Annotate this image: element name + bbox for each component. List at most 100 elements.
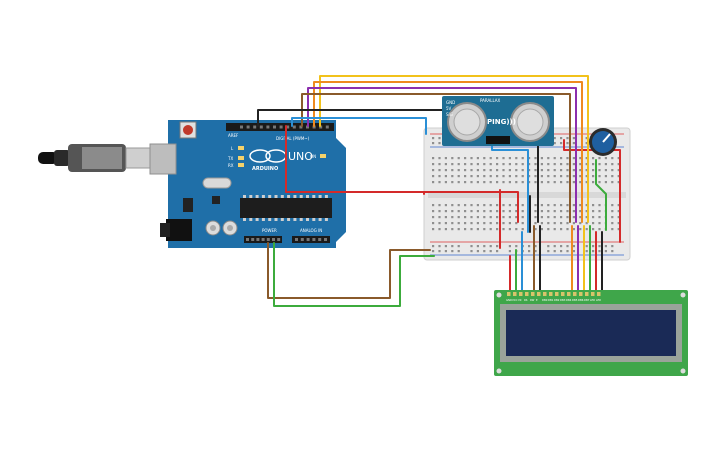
breadboard-hole[interactable] xyxy=(476,250,479,253)
breadboard-hole[interactable] xyxy=(553,245,556,248)
breadboard-hole[interactable] xyxy=(444,169,447,172)
breadboard-hole[interactable] xyxy=(470,169,473,172)
breadboard-hole[interactable] xyxy=(432,228,435,231)
breadboard-hole[interactable] xyxy=(585,222,588,225)
breadboard-hole[interactable] xyxy=(470,245,473,248)
breadboard-hole[interactable] xyxy=(432,157,435,160)
breadboard-hole[interactable] xyxy=(579,228,582,231)
breadboard-hole[interactable] xyxy=(438,250,441,253)
breadboard-hole[interactable] xyxy=(476,181,479,184)
breadboard-hole[interactable] xyxy=(457,169,460,172)
wire-brown-power[interactable] xyxy=(267,242,431,299)
breadboard-hole[interactable] xyxy=(438,181,441,184)
breadboard-hole[interactable] xyxy=(489,222,492,225)
breadboard-hole[interactable] xyxy=(508,228,511,231)
breadboard-hole[interactable] xyxy=(553,228,556,231)
breadboard-hole[interactable] xyxy=(604,245,607,248)
breadboard-hole[interactable] xyxy=(464,157,467,160)
breadboard-hole[interactable] xyxy=(617,204,620,207)
power-pin[interactable] xyxy=(277,238,281,241)
breadboard-hole[interactable] xyxy=(489,163,492,166)
lcd-pin[interactable] xyxy=(579,292,583,296)
breadboard-hole[interactable] xyxy=(579,222,582,225)
power-pin[interactable] xyxy=(261,238,265,241)
breadboard-hole[interactable] xyxy=(432,210,435,213)
breadboard-hole[interactable] xyxy=(508,222,511,225)
breadboard-hole[interactable] xyxy=(617,210,620,213)
breadboard-hole[interactable] xyxy=(464,175,467,178)
breadboard-hole[interactable] xyxy=(598,175,601,178)
breadboard-hole[interactable] xyxy=(438,204,441,207)
breadboard-hole[interactable] xyxy=(540,157,543,160)
breadboard-hole[interactable] xyxy=(585,137,588,140)
breadboard-hole[interactable] xyxy=(508,210,511,213)
lcd-pin[interactable] xyxy=(525,292,529,296)
breadboard-hole[interactable] xyxy=(572,250,575,253)
breadboard-hole[interactable] xyxy=(617,181,620,184)
breadboard-hole[interactable] xyxy=(515,175,518,178)
breadboard-hole[interactable] xyxy=(438,210,441,213)
breadboard-hole[interactable] xyxy=(432,137,435,140)
ultrasonic-sensor[interactable]: PING))) PARALLAX GND 5V SIG xyxy=(442,96,554,146)
digital-pin[interactable] xyxy=(312,125,316,129)
breadboard-hole[interactable] xyxy=(566,175,569,178)
breadboard-hole[interactable] xyxy=(604,157,607,160)
breadboard-hole[interactable] xyxy=(553,175,556,178)
breadboard-hole[interactable] xyxy=(604,169,607,172)
breadboard-hole[interactable] xyxy=(585,142,588,145)
digital-pin[interactable] xyxy=(292,125,296,129)
wire-green-pot[interactable] xyxy=(595,159,607,231)
lcd-pin[interactable] xyxy=(519,292,523,296)
breadboard-hole[interactable] xyxy=(553,216,556,219)
breadboard-hole[interactable] xyxy=(457,157,460,160)
lcd-pin[interactable] xyxy=(573,292,577,296)
breadboard-hole[interactable] xyxy=(611,245,614,248)
breadboard-hole[interactable] xyxy=(534,210,537,213)
breadboard-hole[interactable] xyxy=(464,228,467,231)
breadboard-hole[interactable] xyxy=(464,169,467,172)
breadboard-hole[interactable] xyxy=(438,137,441,140)
lcd-pin[interactable] xyxy=(537,292,541,296)
breadboard-hole[interactable] xyxy=(489,204,492,207)
breadboard-hole[interactable] xyxy=(534,245,537,248)
breadboard-hole[interactable] xyxy=(547,169,550,172)
digital-pin[interactable] xyxy=(279,125,283,129)
breadboard-hole[interactable] xyxy=(572,216,575,219)
breadboard-hole[interactable] xyxy=(470,222,473,225)
breadboard-hole[interactable] xyxy=(611,157,614,160)
breadboard-hole[interactable] xyxy=(534,175,537,178)
breadboard-hole[interactable] xyxy=(483,175,486,178)
breadboard-hole[interactable] xyxy=(432,216,435,219)
usb-cable[interactable] xyxy=(38,144,157,172)
breadboard-hole[interactable] xyxy=(540,204,543,207)
breadboard-hole[interactable] xyxy=(528,245,531,248)
breadboard-hole[interactable] xyxy=(617,222,620,225)
breadboard-hole[interactable] xyxy=(553,204,556,207)
breadboard-hole[interactable] xyxy=(540,169,543,172)
breadboard-hole[interactable] xyxy=(585,210,588,213)
breadboard-hole[interactable] xyxy=(432,181,435,184)
breadboard-hole[interactable] xyxy=(483,245,486,248)
breadboard-hole[interactable] xyxy=(483,181,486,184)
breadboard-hole[interactable] xyxy=(534,163,537,166)
breadboard-hole[interactable] xyxy=(528,169,531,172)
breadboard-hole[interactable] xyxy=(572,142,575,145)
breadboard-hole[interactable] xyxy=(489,216,492,219)
digital-pin[interactable] xyxy=(306,125,309,129)
breadboard-hole[interactable] xyxy=(572,157,575,160)
breadboard-hole[interactable] xyxy=(579,210,582,213)
digital-pin[interactable] xyxy=(299,125,303,129)
breadboard-hole[interactable] xyxy=(476,175,479,178)
breadboard-hole[interactable] xyxy=(438,228,441,231)
breadboard-hole[interactable] xyxy=(502,228,505,231)
breadboard-hole[interactable] xyxy=(540,228,543,231)
breadboard-hole[interactable] xyxy=(592,157,595,160)
analog-pin[interactable] xyxy=(312,238,316,241)
breadboard-hole[interactable] xyxy=(502,163,505,166)
breadboard-hole[interactable] xyxy=(585,163,588,166)
breadboard-hole[interactable] xyxy=(585,175,588,178)
breadboard-hole[interactable] xyxy=(566,222,569,225)
breadboard-hole[interactable] xyxy=(604,163,607,166)
breadboard-hole[interactable] xyxy=(464,210,467,213)
arduino-uno-board[interactable]: L TX RX ON ARDUINO UNO DIGITAL (PWM~) PO… xyxy=(149,120,346,248)
